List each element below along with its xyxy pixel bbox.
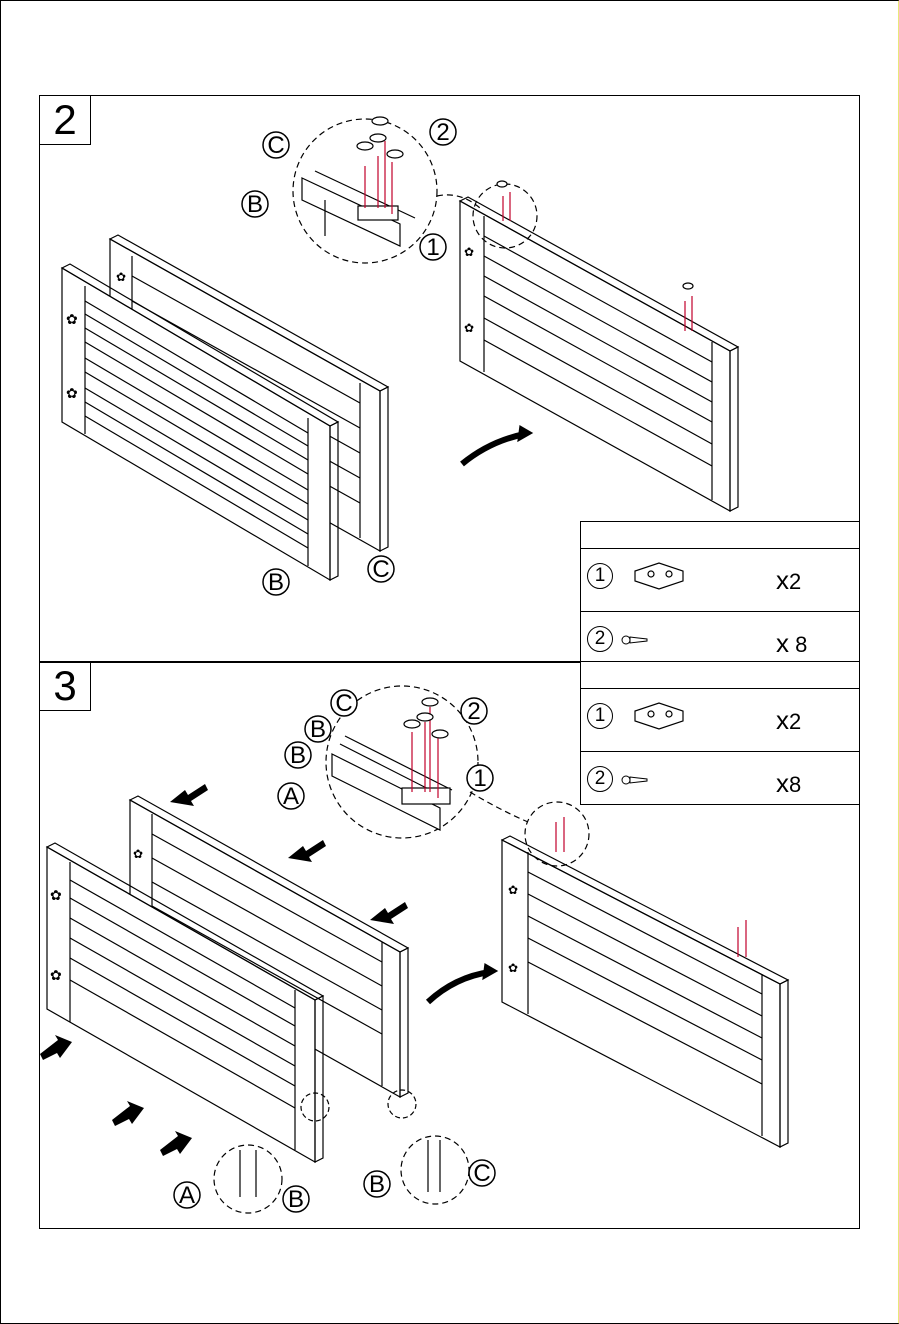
callout-1: 1 bbox=[473, 765, 486, 792]
paw-icon: ✿ bbox=[508, 961, 518, 975]
parts-list: 1 x2 2 x8 bbox=[580, 661, 860, 805]
assembled-frame bbox=[502, 836, 788, 1147]
parts-list: 1 x2 2 x 8 bbox=[580, 521, 860, 663]
part-number: 1 bbox=[587, 563, 613, 589]
callout-a: A bbox=[283, 783, 299, 810]
paw-icon: ✿ bbox=[508, 883, 518, 897]
part-quantity: x2 bbox=[776, 705, 801, 736]
callout-a: A bbox=[179, 1182, 195, 1209]
callout-c: C bbox=[335, 690, 352, 717]
callout-b: B bbox=[290, 742, 306, 769]
part-number: 2 bbox=[587, 766, 613, 792]
callout-2: 2 bbox=[467, 698, 480, 725]
paw-icon: ✿ bbox=[50, 967, 62, 983]
paw-icon: ✿ bbox=[66, 385, 78, 401]
parts-list-header bbox=[581, 522, 859, 549]
part-row: 1 x2 bbox=[581, 549, 859, 612]
bracket-icon bbox=[629, 699, 689, 735]
part-number: 2 bbox=[587, 626, 613, 652]
callout-b: B bbox=[247, 191, 263, 218]
callout-b: B bbox=[288, 1186, 304, 1213]
paw-icon: ✿ bbox=[66, 311, 78, 327]
detail-circle-small bbox=[525, 802, 589, 866]
parts-list-header bbox=[581, 662, 859, 689]
callout-c: C bbox=[372, 556, 389, 583]
bracket-icon bbox=[629, 559, 689, 595]
corner-detail-circle bbox=[214, 1145, 282, 1213]
callout-c: C bbox=[473, 1160, 490, 1187]
paw-icon: ✿ bbox=[50, 887, 62, 903]
screw-icon bbox=[621, 772, 651, 788]
part-quantity: x 8 bbox=[776, 628, 807, 659]
assembled-frame bbox=[460, 197, 738, 511]
paw-icon: ✿ bbox=[133, 847, 143, 861]
corner-detail-circle bbox=[401, 1136, 469, 1204]
part-row: 2 x8 bbox=[581, 752, 859, 814]
part-row: 1 x2 bbox=[581, 689, 859, 752]
callout-1: 1 bbox=[426, 234, 439, 261]
callout-b: B bbox=[369, 1171, 385, 1198]
paw-icon: ✿ bbox=[464, 245, 474, 259]
callout-b: B bbox=[310, 716, 326, 743]
part-quantity: x2 bbox=[776, 565, 801, 596]
callout-b: B bbox=[268, 569, 284, 596]
paw-icon: ✿ bbox=[464, 321, 474, 335]
part-number: 1 bbox=[587, 703, 613, 729]
screw-icon bbox=[621, 632, 651, 648]
callout-2: 2 bbox=[436, 119, 449, 146]
part-quantity: x8 bbox=[776, 768, 801, 799]
callout-c: C bbox=[267, 132, 284, 159]
paw-icon: ✿ bbox=[116, 270, 126, 284]
